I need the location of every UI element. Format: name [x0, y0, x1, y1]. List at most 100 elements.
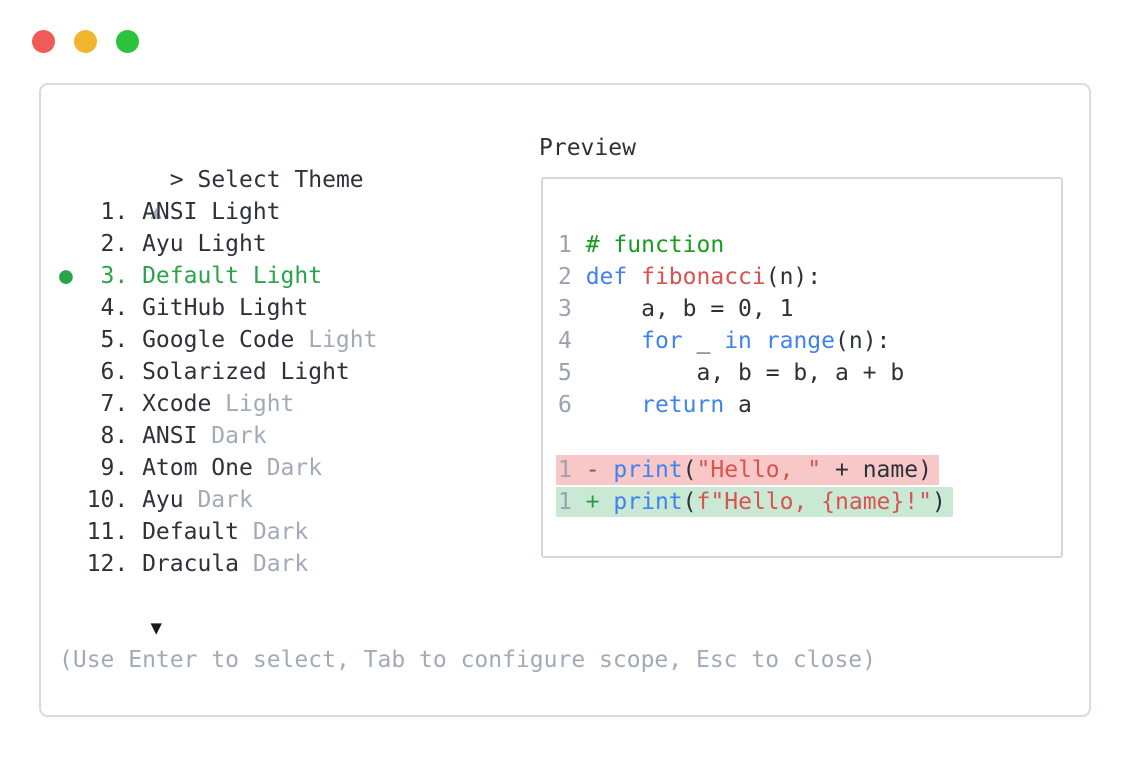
theme-name: ANSI: [142, 423, 198, 449]
code-token: [586, 392, 641, 418]
theme-option[interactable]: 5.Google Code Light: [59, 324, 876, 356]
code-token: print: [613, 456, 683, 483]
theme-number: 3.: [100, 263, 129, 289]
theme-name: Google Code: [142, 327, 295, 353]
theme-number: 9.: [100, 455, 129, 481]
theme-options-list: 1. ANSI Light 2. Ayu Light ● 3. Default Light 4…: [59, 196, 876, 580]
code-line: 1 # function: [558, 229, 1049, 261]
code-token: [600, 489, 614, 515]
theme-option[interactable]: 8. ANSI Dark: [59, 420, 876, 452]
code-token: a: [724, 392, 752, 418]
diff-added-line: 1 + print(f"Hello, {name}!"): [556, 485, 1049, 517]
theme-number: 8.: [100, 423, 129, 449]
code-token: 1: [558, 488, 586, 515]
code-token: print: [613, 488, 683, 515]
theme-number: 12.: [86, 551, 129, 577]
diff-removed-line: 1 - print("Hello, " + name): [556, 453, 1049, 485]
code-token: a, b = 0, 1: [585, 296, 794, 322]
dialog-header: > Select Theme: [59, 132, 876, 193]
code-line: 6 return a: [558, 389, 1049, 421]
window-controls: [32, 30, 139, 53]
maximize-button[interactable]: [116, 30, 139, 53]
code-token: +: [585, 488, 600, 515]
prompt-chevron: >: [169, 167, 184, 193]
minimize-button[interactable]: [74, 30, 97, 53]
theme-variant-suffix: Dark: [239, 551, 309, 577]
theme-name: Default: [142, 519, 239, 545]
theme-option[interactable]: ●3.Default Light: [59, 260, 876, 292]
code-token: 1: [558, 232, 586, 258]
theme-variant-suffix: Dark: [252, 455, 323, 481]
theme-name: Ayu Light: [142, 231, 267, 257]
code-token: + name): [821, 456, 932, 483]
theme-name: Atom One: [142, 455, 253, 481]
close-button[interactable]: [32, 30, 55, 53]
theme-name: Ayu: [142, 487, 184, 513]
selected-theme-marker-icon: ●: [59, 263, 73, 289]
code-token: 2: [558, 264, 586, 290]
code-token: ): [931, 488, 946, 515]
code-token: -: [585, 456, 600, 483]
theme-option[interactable]: 1. ANSI Light: [59, 196, 876, 228]
theme-option[interactable]: 12. Dracula Dark: [59, 548, 876, 580]
theme-option[interactable]: 11.Default Dark: [59, 516, 876, 548]
scroll-up-indicator[interactable]: ▲: [59, 164, 876, 223]
code-token: return: [641, 392, 725, 418]
code-token: [586, 328, 641, 354]
code-line: [558, 421, 1049, 453]
code-token: in: [724, 328, 752, 354]
theme-number: 10.: [86, 487, 129, 513]
theme-option[interactable]: 4. GitHub Light: [59, 292, 876, 324]
theme-variant-suffix: Dark: [239, 519, 309, 545]
theme-name: Dracula: [142, 551, 239, 577]
theme-number: 2.: [100, 231, 129, 257]
code-token: a, b = b, a + b: [585, 360, 905, 386]
theme-option[interactable]: 2. Ayu Light: [59, 228, 876, 260]
theme-option[interactable]: 9. Atom One Dark: [59, 452, 876, 484]
theme-option[interactable]: 6. Solarized Light: [59, 356, 876, 388]
triangle-down-icon: ▼: [150, 617, 162, 639]
code-token: f"Hello, {name}!": [696, 488, 932, 515]
theme-name: Solarized Light: [142, 359, 350, 385]
theme-option[interactable]: 10. Ayu Dark: [59, 484, 876, 516]
theme-picker-panel: > Select Theme ▲ 1. ANSI Light 2. Ayu Light ●…: [39, 83, 1091, 717]
preview-title: Preview: [539, 135, 636, 161]
theme-variant-suffix: Dark: [183, 487, 253, 513]
code-token: (n):: [835, 328, 891, 354]
code-token: # function: [585, 232, 725, 258]
diff-added-highlight: 1 + print(f"Hello, {name}!"): [556, 486, 953, 517]
code-token: _: [682, 328, 725, 354]
theme-name: Xcode: [142, 391, 212, 417]
theme-number: 5.: [100, 327, 129, 353]
code-token: for: [641, 328, 683, 354]
code-line: 2 def fibonacci(n):: [558, 261, 1049, 293]
theme-name: GitHub Light: [142, 295, 309, 321]
theme-variant-suffix: Light: [211, 391, 295, 417]
code-token: def: [585, 264, 628, 290]
theme-number: 4.: [100, 295, 129, 321]
code-token: [627, 264, 641, 290]
code-token: (: [682, 456, 697, 483]
keyboard-hint: (Use Enter to select, Tab to configure s…: [59, 647, 876, 673]
theme-number: 6.: [100, 359, 129, 385]
code-token: [600, 457, 614, 483]
code-token: "Hello, ": [696, 456, 822, 483]
theme-name: ANSI Light: [142, 199, 281, 225]
code-token: (: [682, 488, 697, 515]
theme-option[interactable]: 7. Xcode Light: [59, 388, 876, 420]
code-token: (n):: [765, 264, 822, 290]
dialog-title: Select Theme: [197, 167, 364, 193]
code-token: range: [765, 328, 835, 354]
theme-number: 1.: [100, 199, 129, 225]
code-line: 5 a, b = b, a + b: [558, 357, 1049, 389]
code-token: 6: [558, 392, 586, 418]
theme-number: 7.: [100, 391, 129, 417]
theme-variant-suffix: Dark: [197, 423, 267, 449]
code-token: 4: [558, 328, 586, 354]
triangle-up-icon: ▲: [150, 201, 162, 223]
scroll-down-indicator[interactable]: ▼: [59, 580, 876, 639]
